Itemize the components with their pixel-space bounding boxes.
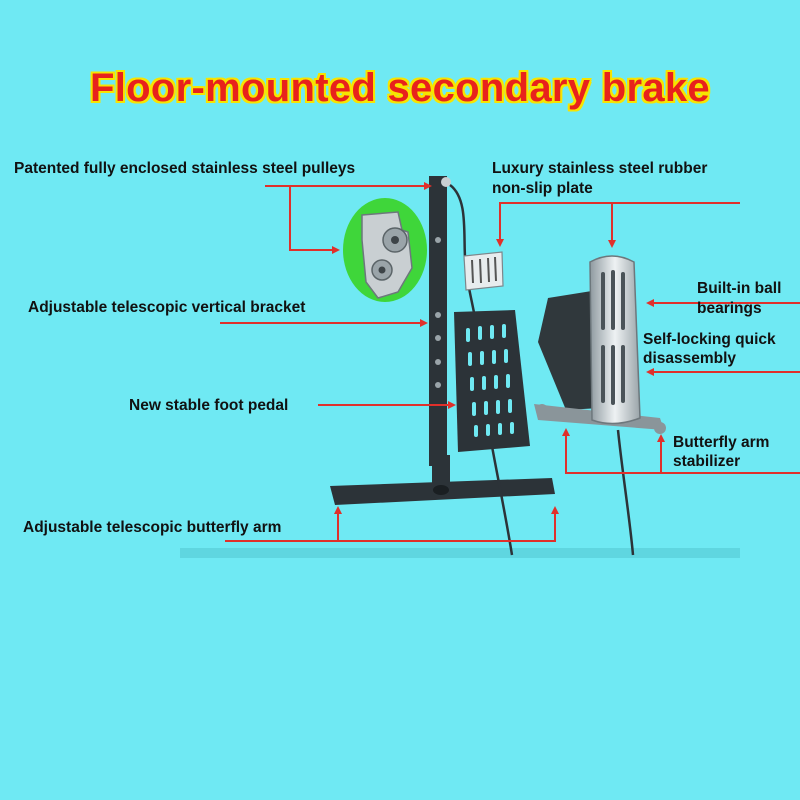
callout-lines [220,182,800,542]
small-nonslip-plate [463,251,504,291]
label-butterfly-arm: Adjustable telescopic butterfly arm [23,519,282,536]
pulley-closeup [343,198,427,302]
label-foot-pedal: New stable foot pedal [129,397,289,414]
label-nonslip-plate-line2: non-slip plate [492,180,593,197]
vertical-bracket [429,176,451,466]
label-vertical-bracket: Adjustable telescopic vertical bracket [28,299,306,316]
label-nonslip-plate-line1: Luxury stainless steel rubber [492,160,708,177]
label-pulleys: Patented fully enclosed stainless steel … [14,160,356,177]
foot-pedal-plate [454,310,530,452]
label-stabilizer-line2: stabilizer [673,453,741,470]
label-stabilizer-line1: Butterfly arm [673,434,770,451]
label-self-locking-line2: disassembly [643,350,737,367]
pedal-cable [616,429,635,556]
secondary-pedal-assembly [534,255,666,434]
label-self-locking-line1: Self-locking quick [643,331,776,348]
label-bearings-line2: bearings [697,300,762,317]
label-bearings-line1: Built-in ball [697,280,782,297]
floor-shadow [180,548,740,558]
page-title: Floor-mounted secondary brake [90,66,710,110]
